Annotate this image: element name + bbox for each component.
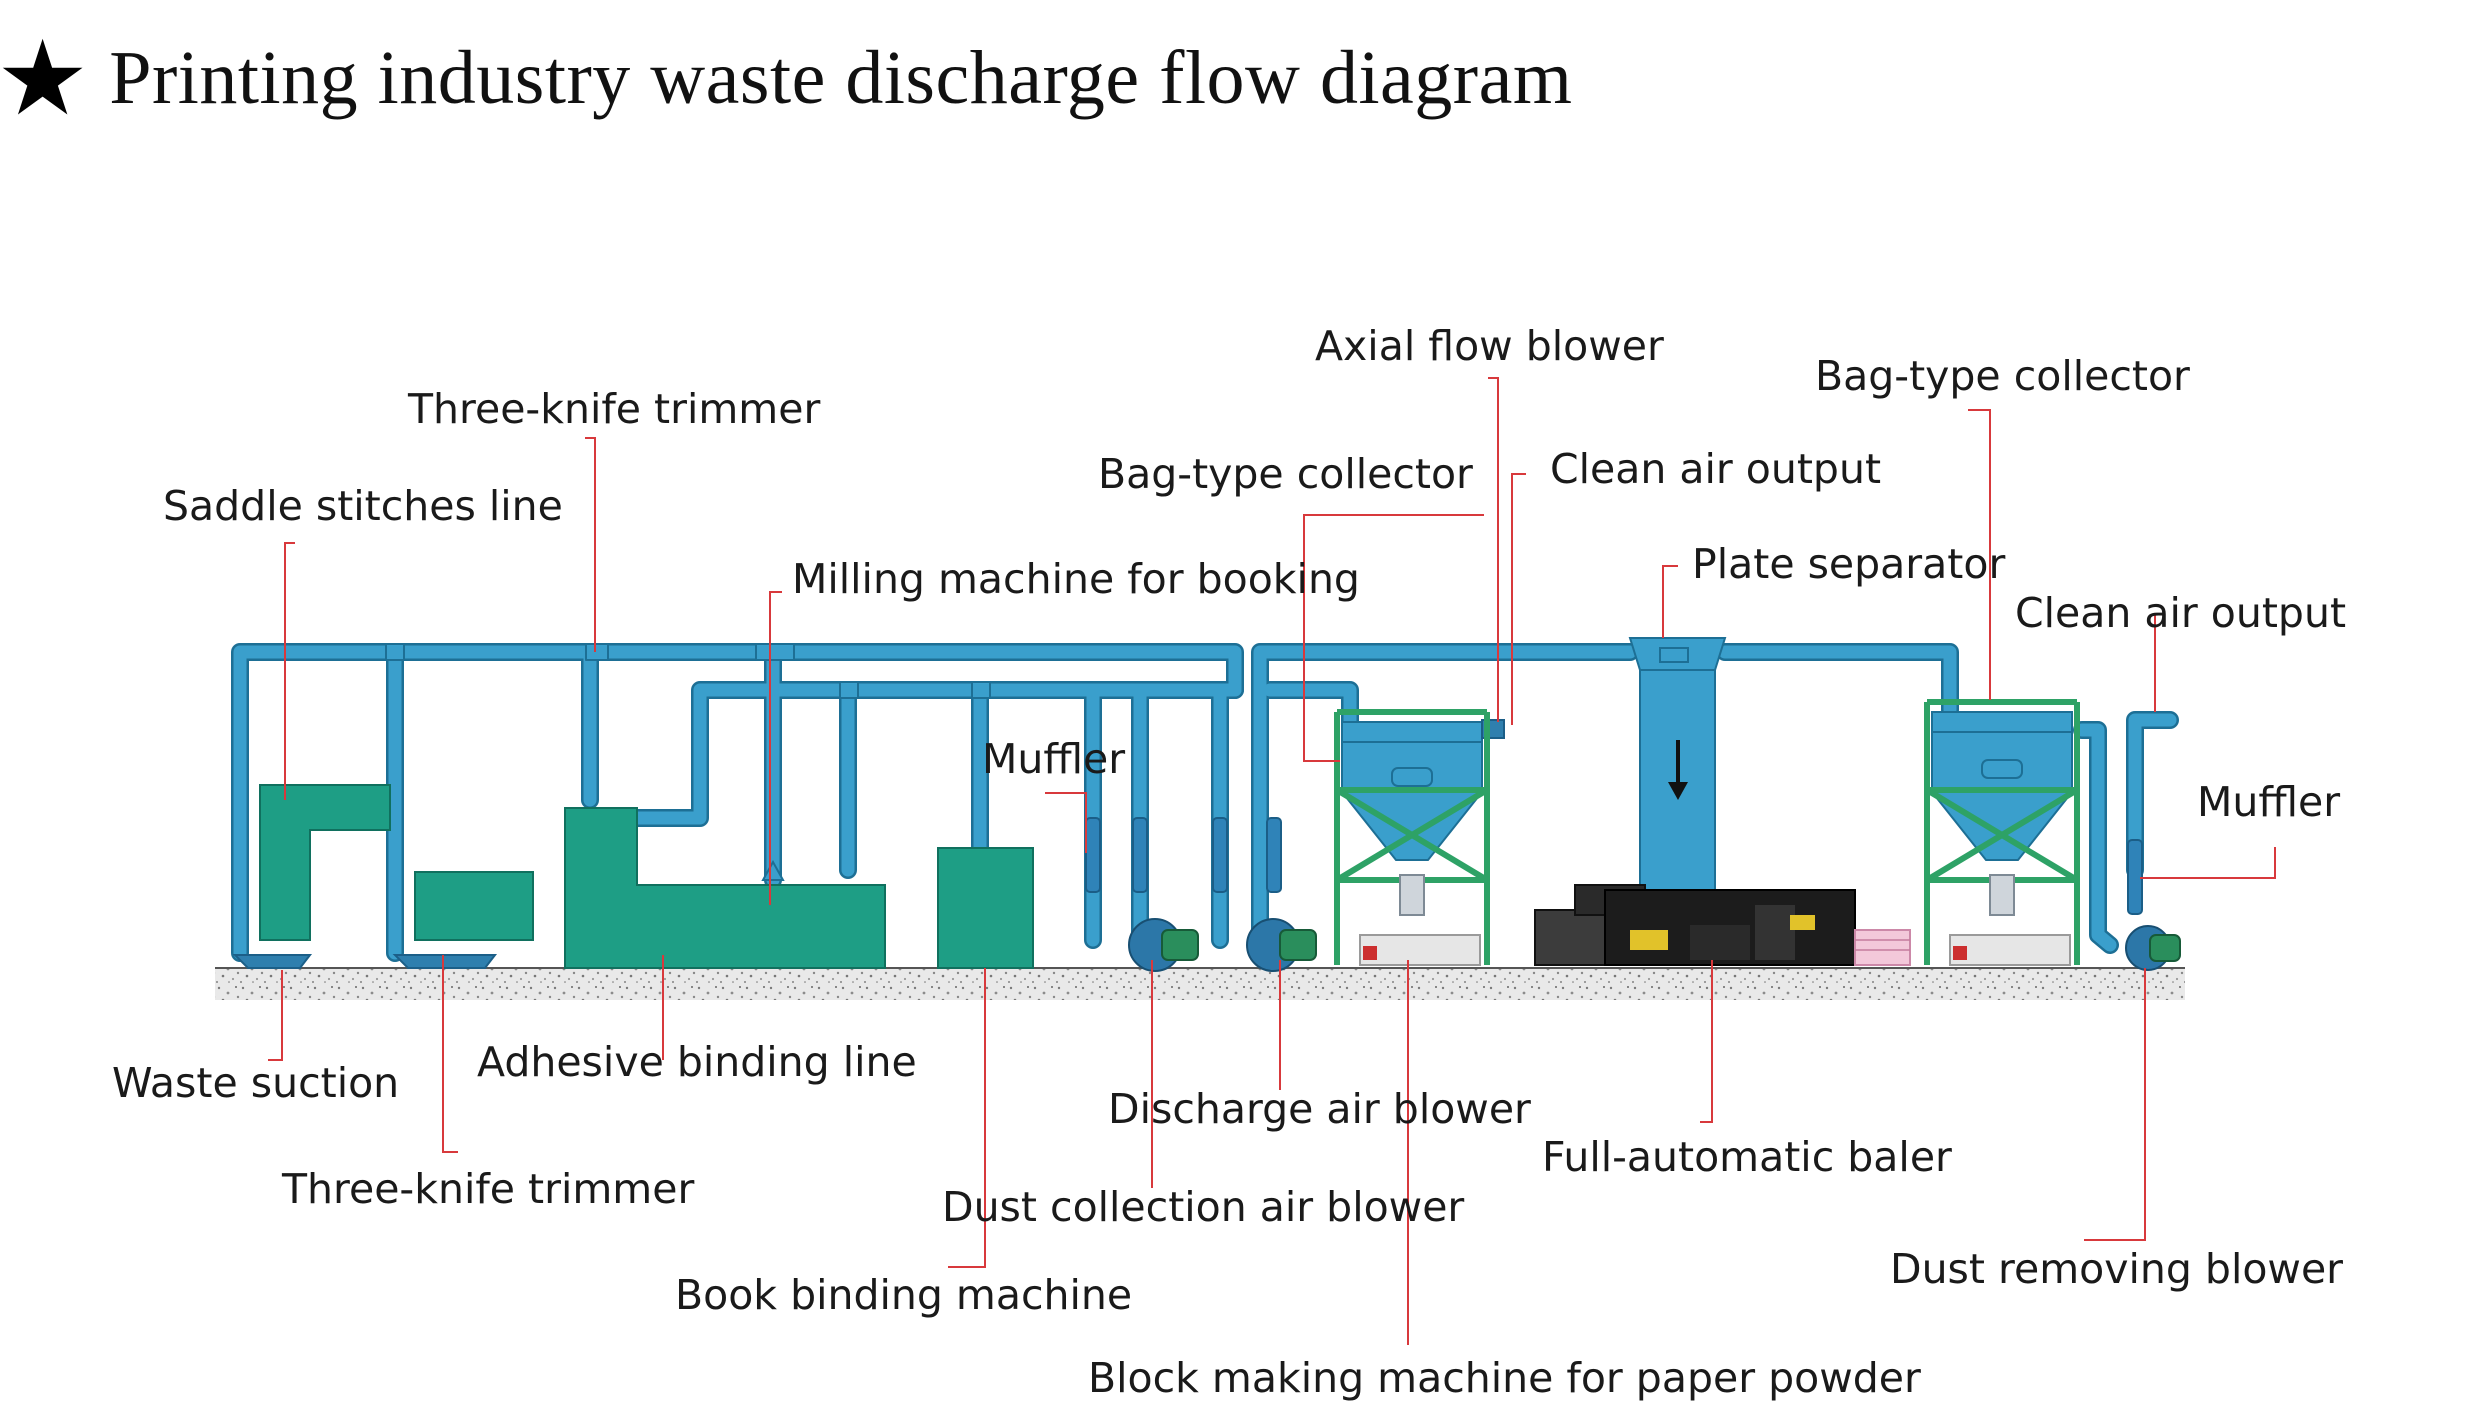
label-trimmer-top: Three-knife trimmer	[407, 385, 820, 433]
duct-network	[231, 643, 2179, 962]
label-waste-suction: Waste suction	[112, 1059, 399, 1107]
bag-collector-right	[1924, 699, 2080, 966]
diagram-title: Printing industry waste discharge flow d…	[109, 35, 1573, 120]
label-bag-collector-right: Bag-type collector	[1815, 352, 2190, 400]
label-block-making: Block making machine for paper powder	[1088, 1354, 1921, 1402]
baler	[1534, 884, 1911, 966]
label-clean-air-left: Clean air output	[1550, 445, 1881, 493]
bag-collector-left	[1334, 709, 1505, 966]
label-muffler-left: Muffler	[982, 735, 1125, 783]
star-icon: ★	[0, 17, 90, 139]
label-dust-collection: Dust collection air blower	[942, 1183, 1464, 1231]
label-plate-separator: Plate separator	[1692, 540, 2005, 588]
label-adhesive-binding: Adhesive binding line	[477, 1038, 917, 1086]
label-discharge-blower: Discharge air blower	[1108, 1085, 1531, 1133]
label-trimmer-bottom: Three-knife trimmer	[281, 1165, 694, 1213]
leader-lines	[268, 377, 2276, 1345]
label-axial-flow: Axial flow blower	[1315, 322, 1664, 370]
label-clean-air-right: Clean air output	[2015, 589, 2346, 637]
waste-suction-hoppers	[232, 954, 498, 969]
blowers	[1085, 817, 2181, 972]
label-dust-removing: Dust removing blower	[1890, 1245, 2343, 1293]
label-book-binding: Book binding machine	[675, 1271, 1132, 1319]
plate-separator	[1628, 637, 1727, 891]
label-saddle-stitches: Saddle stitches line	[163, 482, 563, 530]
label-milling: Milling machine for booking	[792, 555, 1360, 603]
ground	[215, 967, 2185, 1000]
labels: Saddle stitches line Three-knife trimmer…	[112, 322, 2346, 1402]
label-bag-collector-left: Bag-type collector	[1098, 450, 1473, 498]
label-muffler-right: Muffler	[2197, 778, 2340, 826]
machines	[259, 784, 1034, 969]
title-row: ★ Printing industry waste discharge flow…	[0, 18, 1572, 138]
label-baler: Full-automatic baler	[1542, 1133, 1952, 1181]
